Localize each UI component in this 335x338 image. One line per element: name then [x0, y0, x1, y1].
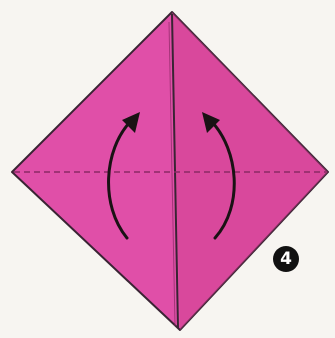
paper-right-shade [172, 12, 328, 330]
step-number-badge: 4 [273, 246, 299, 272]
